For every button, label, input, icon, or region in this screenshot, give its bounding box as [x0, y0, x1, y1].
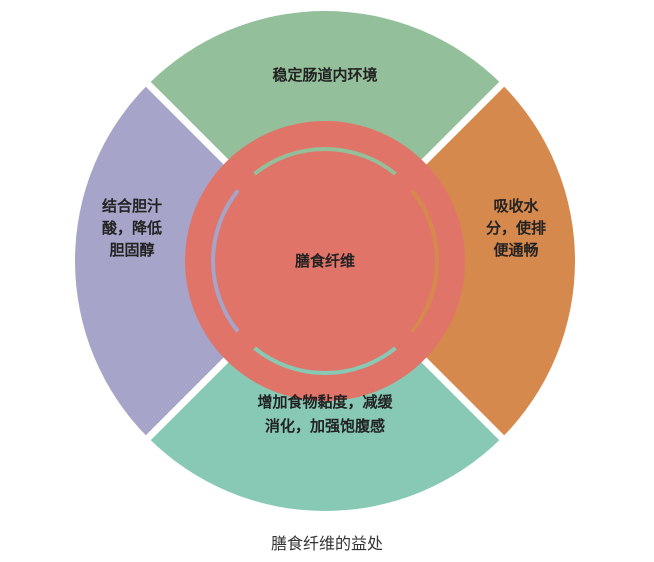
segment-right-label-line-1: 分，使排	[486, 219, 546, 237]
segment-left-label-line-0: 结合胆汁	[102, 197, 162, 215]
inner-arc-left	[211, 189, 240, 333]
separators-layer	[144, 80, 506, 442]
center-label: 膳食纤维	[295, 252, 355, 270]
segment-separator-1	[414, 80, 506, 172]
center-circle	[185, 121, 465, 401]
inner-arc-right	[410, 189, 439, 333]
segment-separator-3	[144, 350, 236, 442]
segment-bottom-label-line-1: 消化，加强饱腹感	[265, 417, 385, 435]
figure-caption: 膳食纤维的益处	[270, 534, 383, 553]
segment-right-label-line-0: 吸收水	[493, 197, 539, 215]
inner-arc-top	[253, 147, 397, 176]
segment-bottom-label-line-0: 增加食物黏度，减缓	[257, 393, 393, 411]
inner-arc-bottom	[253, 346, 397, 375]
inner-ring-arcs	[211, 147, 439, 375]
segment-left-label-line-1: 酸，降低	[102, 219, 162, 237]
segment-top-label-line-0: 稳定肠道内环境	[272, 66, 377, 84]
segment-left-label-line-2: 胆固醇	[109, 241, 154, 259]
segment-separator-0	[144, 80, 236, 172]
segment-separator-2	[414, 350, 506, 442]
segment-right-label-line-2: 便通畅	[493, 241, 538, 259]
